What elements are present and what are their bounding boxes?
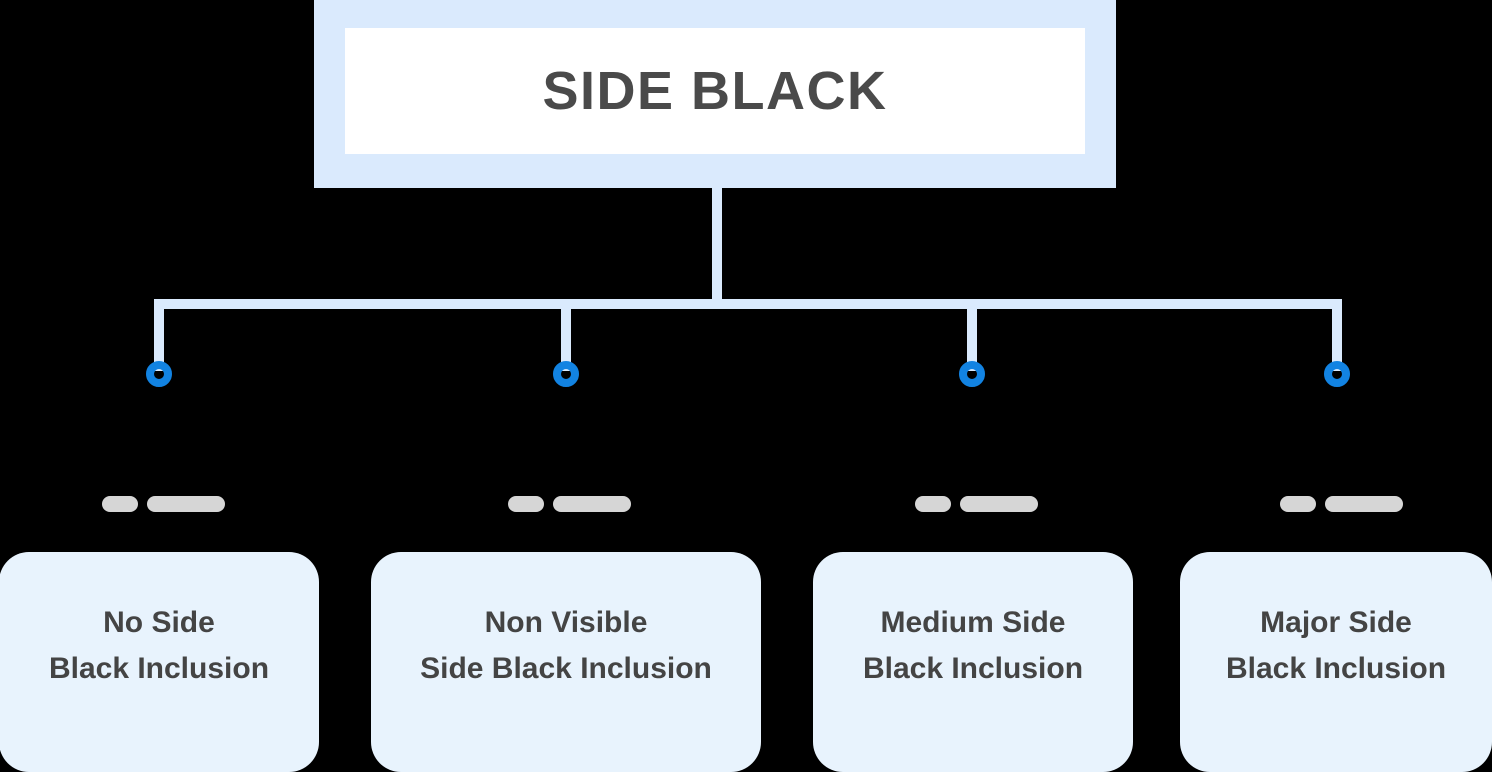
leaf-node-3-label: Medium Side Black Inclusion — [862, 606, 1084, 685]
connector-drop-4 — [1332, 299, 1342, 371]
placeholder-pills-3 — [915, 496, 1038, 512]
placeholder-pills-1 — [102, 496, 225, 512]
leaf-node-3[interactable]: Medium Side Black Inclusion — [813, 552, 1133, 772]
leaf-node-1-label: No Side Black Inclusion — [48, 606, 270, 685]
placeholder-pill-long — [553, 496, 631, 512]
placeholder-pill-long — [147, 496, 225, 512]
placeholder-pill-short — [508, 496, 544, 512]
connector-stem-vertical — [712, 188, 722, 301]
leaf-node-1[interactable]: No Side Black Inclusion — [0, 552, 319, 772]
placeholder-pill-long — [960, 496, 1038, 512]
root-node[interactable]: SIDE BLACK — [314, 0, 1116, 188]
branch-dot-3[interactable] — [959, 361, 985, 387]
leaf-node-4-label: Major Side Black Inclusion — [1225, 606, 1447, 685]
connector-drop-2 — [561, 299, 571, 371]
leaf-node-2-label: Non Visible Side Black Inclusion — [420, 606, 712, 685]
placeholder-pill-long — [1325, 496, 1403, 512]
connector-horizontal-bar — [154, 299, 1342, 309]
connector-drop-1 — [154, 299, 164, 371]
leaf-node-4[interactable]: Major Side Black Inclusion — [1180, 552, 1492, 772]
placeholder-pill-short — [102, 496, 138, 512]
placeholder-pills-4 — [1280, 496, 1403, 512]
leaf-node-2[interactable]: Non Visible Side Black Inclusion — [371, 552, 761, 772]
placeholder-pill-short — [915, 496, 951, 512]
branch-dot-4[interactable] — [1324, 361, 1350, 387]
branch-dot-2[interactable] — [553, 361, 579, 387]
placeholder-pills-2 — [508, 496, 631, 512]
page-title: SIDE BLACK — [542, 61, 888, 121]
connector-drop-3 — [967, 299, 977, 371]
branch-dot-1[interactable] — [146, 361, 172, 387]
placeholder-pill-short — [1280, 496, 1316, 512]
root-node-inner-panel: SIDE BLACK — [345, 28, 1085, 154]
